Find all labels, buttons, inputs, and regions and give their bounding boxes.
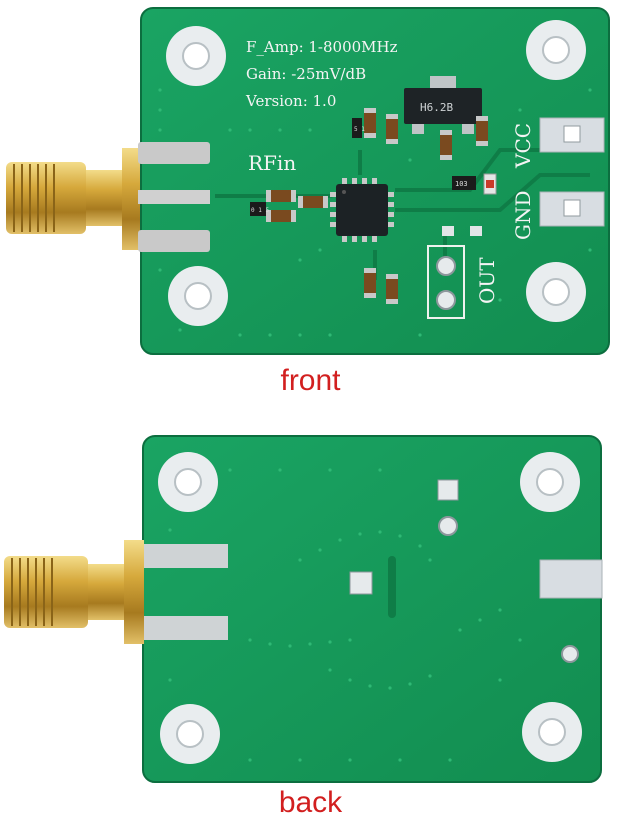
silk-rfin-label: RFin: [248, 151, 296, 175]
back-mounting-hole-top-right: [520, 452, 580, 512]
back-mounting-hole-top-left: [158, 452, 218, 512]
back-edge-hole: [561, 645, 579, 663]
silk-out-label: OUT: [475, 257, 499, 304]
voltage-regulator: H6.2B: [404, 76, 482, 134]
sma-connector-front: [6, 142, 210, 252]
sma-connector-back: [4, 540, 228, 644]
out-pad: [427, 245, 465, 319]
silk-frequency: F_Amp: 1-8000MHz: [246, 38, 398, 56]
back-center-pad: [349, 571, 373, 595]
passive-components: 0 1 5 5 1 103: [250, 108, 497, 304]
back-board-photo: [0, 430, 621, 785]
silk-version: Version: 1.0: [245, 92, 336, 110]
back-square-pad: [437, 479, 459, 501]
front-caption: front: [280, 364, 341, 397]
gnd-pad: [539, 191, 605, 227]
pcb-back: [143, 436, 601, 782]
resistor-marking-a: 0 1 5: [251, 207, 269, 214]
back-caption: back: [278, 786, 343, 819]
vcc-pad: [539, 117, 605, 153]
front-vias: [158, 88, 592, 337]
silk-vcc-label: VCC: [511, 123, 535, 169]
mounting-hole-bottom-right: [526, 262, 586, 322]
back-round-pad: [438, 516, 458, 536]
resistor-marking-c: 103: [455, 180, 468, 188]
mounting-hole-top-right: [526, 20, 586, 80]
front-board-image: F_Amp: 1-8000MHz Gain: -25mV/dB Version:…: [6, 7, 610, 355]
resistor-marking-b: 5 1: [354, 126, 365, 133]
back-edge-pad: [539, 559, 603, 599]
silk-gnd-label: GND: [511, 190, 535, 240]
back-board-image: [4, 435, 603, 783]
back-slot: [388, 556, 396, 618]
detector-ic: [330, 178, 394, 242]
back-mounting-hole-bottom-right: [522, 702, 582, 762]
regulator-marking: H6.2B: [420, 101, 453, 114]
silk-gain: Gain: -25mV/dB: [246, 65, 366, 83]
back-mounting-hole-bottom-left: [160, 704, 220, 764]
mounting-hole-bottom-left: [168, 266, 228, 326]
front-board-photo: F_Amp: 1-8000MHz Gain: -25mV/dB Version:…: [0, 0, 621, 360]
mounting-hole-top-left: [166, 26, 226, 86]
back-vias: [168, 468, 522, 762]
